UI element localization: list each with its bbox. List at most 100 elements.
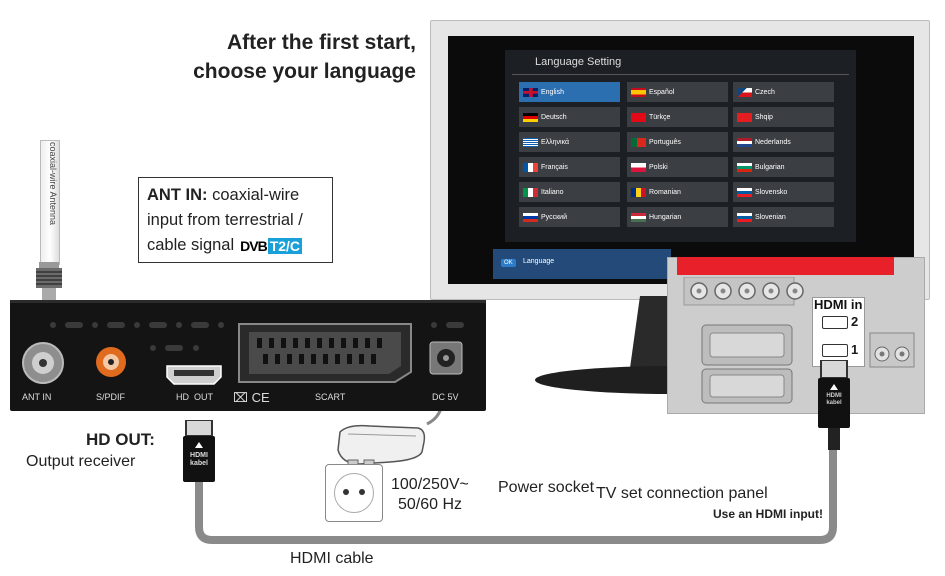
language-option[interactable]: English [519, 82, 620, 102]
language-option[interactable]: Romanian [627, 182, 728, 202]
hd-out-callout-title: HD OUT: [86, 430, 155, 449]
language-option[interactable]: Slovensko [733, 182, 834, 202]
flag-icon [523, 87, 538, 97]
language-option-label: Shqip [755, 113, 773, 121]
language-option-label: Español [649, 88, 675, 96]
language-option-label: Русский [541, 213, 567, 221]
language-option[interactable]: Português [627, 132, 728, 152]
hd-out-port-label: HD OUT [176, 392, 213, 402]
power-frequency: 50/60 Hz [398, 496, 463, 513]
language-option[interactable]: Italiano [519, 182, 620, 202]
flag-icon [737, 187, 752, 197]
flag-icon [523, 137, 538, 147]
language-option[interactable]: Hungarian [627, 207, 728, 227]
headline: After the first start, choose your langu… [150, 28, 416, 86]
language-option[interactable]: Polski [627, 157, 728, 177]
flag-icon [631, 87, 646, 97]
flag-icon [631, 212, 646, 222]
tv-plug-label-line2: kabel [826, 400, 842, 406]
flag-icon [631, 162, 646, 172]
osd-footer-label: Language [523, 258, 555, 265]
language-option[interactable]: Bulgarian [733, 157, 834, 177]
power-voltage: 100/250V~ [391, 476, 469, 493]
headline-line2: choose your language [193, 60, 416, 83]
ant-in-text1: coaxial-wire [212, 186, 300, 204]
hdmi-in-label: HDMI in [814, 297, 863, 312]
scart-port-label: SCART [315, 392, 346, 402]
language-option[interactable]: Français [519, 157, 620, 177]
antenna-label: coaxial-wire Antenna [48, 142, 58, 226]
language-option-label: Deutsch [541, 113, 567, 121]
language-option-label: English [541, 88, 564, 96]
receiver-vents [50, 322, 464, 351]
flag-icon [737, 87, 752, 97]
tv-connection-note: Use an HDMI input! [713, 507, 823, 521]
receiver-hdmi-plug [183, 420, 215, 482]
language-option-label: Português [649, 138, 681, 146]
osd-footer: OK Language [493, 249, 671, 279]
power-socket-label: Power socket [498, 479, 595, 496]
ant-in-title: ANT IN: [147, 186, 208, 204]
dc-port[interactable] [428, 340, 464, 376]
flag-icon [631, 112, 646, 122]
language-option-label: Czech [755, 88, 775, 96]
hdmi-port-1[interactable] [822, 344, 848, 357]
flag-icon [523, 112, 538, 122]
receiver-top-edge [10, 300, 486, 303]
language-option[interactable]: Slovenian [733, 207, 834, 227]
hdmi-cable-label: HDMI cable [290, 550, 374, 567]
osd-title: Language Setting [535, 56, 622, 68]
flag-icon [737, 112, 752, 122]
language-option-label: Français [541, 163, 568, 171]
flag-icon [737, 162, 752, 172]
language-option[interactable]: Deutsch [519, 107, 620, 127]
receiver-plug-label: HDMI kabel [183, 452, 215, 468]
tv-plug-label-line1: HDMI [826, 393, 842, 399]
spdif-port-label: S/PDIF [96, 392, 126, 402]
hdmi-port-1-label: 1 [851, 342, 859, 357]
ant-in-text2: input from terrestrial / [147, 211, 303, 229]
language-option[interactable]: Nederlands [733, 132, 834, 152]
tv-connection-title: TV set connection panel [596, 485, 768, 502]
language-option[interactable]: Shqip [733, 107, 834, 127]
power-socket-outlet [325, 464, 383, 522]
language-option-label: Slovenian [755, 213, 786, 221]
hdmi-port-2[interactable] [822, 316, 848, 329]
dvb-tag: T2/C [267, 237, 303, 254]
receiver-plug-label-line1: HDMI [190, 452, 208, 459]
tv-panel-ports [683, 277, 915, 404]
tv-panel-red-strip [677, 257, 894, 275]
language-option[interactable]: Czech [733, 82, 834, 102]
antenna-connector [36, 262, 62, 300]
language-option[interactable]: Ελληνικά [519, 132, 620, 152]
language-option[interactable]: Español [627, 82, 728, 102]
receiver-plug-label-line2: kabel [190, 460, 208, 467]
hdmi-port-2-label: 2 [851, 314, 859, 329]
language-option-label: Türkçe [649, 113, 671, 121]
flag-icon [523, 162, 538, 172]
hd-out-callout-subtitle: Output receiver [26, 453, 136, 470]
tv-plug-label: HDMI kabel [818, 393, 850, 407]
ant-in-port-label: ANT IN [22, 392, 52, 402]
ok-key-badge: OK [501, 259, 516, 267]
ant-in-text3: cable signal [147, 236, 235, 254]
spdif-port[interactable] [94, 345, 128, 379]
dc-port-label: DC 5V [432, 392, 459, 402]
flag-icon [631, 187, 646, 197]
language-option-label: Italiano [541, 188, 564, 196]
language-option[interactable]: Русский [519, 207, 620, 227]
language-option-label: Ελληνικά [541, 138, 570, 146]
language-option[interactable]: Türkçe [627, 107, 728, 127]
flag-icon [523, 212, 538, 222]
language-option-label: Nederlands [755, 138, 791, 146]
ant-in-port[interactable] [20, 340, 66, 386]
flag-icon [737, 137, 752, 147]
hd-out-port[interactable] [164, 363, 224, 387]
flag-icon [523, 187, 538, 197]
scart-port[interactable] [235, 322, 415, 384]
language-option-label: Slovensko [755, 188, 788, 196]
language-option-label: Hungarian [649, 213, 682, 221]
ant-in-info-box: ANT IN: coaxial-wire input from terrestr… [138, 177, 333, 263]
